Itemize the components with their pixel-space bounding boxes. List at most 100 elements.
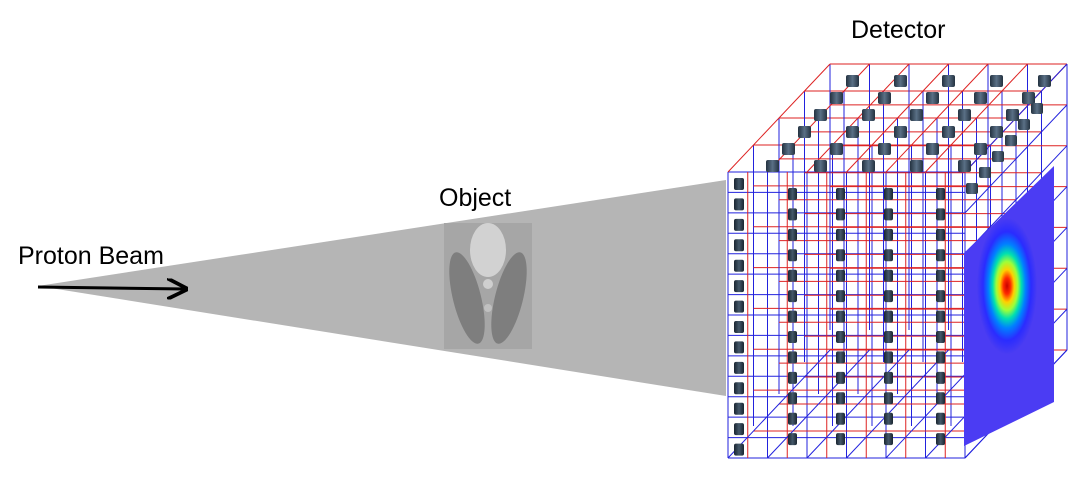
- detector-element: [942, 126, 955, 138]
- detector-element: [990, 75, 1003, 87]
- detector-element: [926, 143, 939, 155]
- detector-element: [936, 310, 945, 323]
- detector-element: [734, 443, 744, 456]
- detector-element: [734, 178, 744, 190]
- detector-element: [974, 143, 987, 155]
- detector-element: [936, 269, 945, 282]
- detector-element: [936, 412, 945, 425]
- detector-element: [782, 143, 795, 155]
- detector-element: [734, 382, 744, 395]
- grid-line: [846, 63, 949, 173]
- detector-element: [958, 160, 971, 172]
- detector-element: [910, 160, 923, 172]
- detector-element: [788, 433, 797, 446]
- detector-element: [936, 331, 945, 343]
- detector: [727, 63, 1068, 459]
- detector-element: [910, 109, 923, 121]
- detector-element: [836, 310, 845, 323]
- detector-element: [836, 331, 845, 343]
- grid-line: [846, 349, 949, 459]
- detector-element: [894, 75, 907, 87]
- detector-element: [734, 259, 744, 272]
- detector-element: [1038, 75, 1051, 87]
- detector-element: [788, 392, 797, 405]
- beam-cone: [38, 180, 726, 396]
- detector-element: [862, 160, 875, 172]
- detector-label: Detector: [851, 16, 945, 44]
- detector-element: [884, 331, 893, 343]
- detector-element: [936, 392, 945, 405]
- detector-element: [734, 198, 744, 211]
- detector-element: [936, 371, 945, 384]
- detector-element: [734, 280, 744, 293]
- detector-element: [1018, 119, 1030, 130]
- detector-element: [884, 188, 893, 200]
- detector-elements: [734, 75, 1051, 456]
- detector-element: [836, 433, 845, 446]
- detector-element: [862, 109, 875, 121]
- grid-line: [806, 349, 910, 459]
- detector-element: [734, 300, 744, 313]
- detector-element: [878, 143, 891, 155]
- detector-element: [936, 228, 945, 241]
- detector-element: [884, 310, 893, 323]
- detector-element: [1005, 135, 1017, 146]
- detector-element: [990, 126, 1003, 138]
- detector-element: [788, 371, 797, 384]
- detector-element: [884, 412, 893, 425]
- detector-element: [942, 75, 955, 87]
- grid-line: [885, 63, 989, 173]
- detector-element: [846, 75, 859, 87]
- detector-element: [836, 371, 845, 384]
- detector-element: [878, 92, 891, 104]
- dose-map: [964, 166, 1054, 446]
- detector-element: [979, 167, 991, 178]
- detector-element: [788, 249, 797, 262]
- detector-element: [788, 290, 797, 303]
- detector-element: [734, 239, 744, 252]
- detector-element: [936, 433, 945, 446]
- proton-beam-label: Proton Beam: [18, 242, 164, 270]
- detector-element: [814, 160, 827, 172]
- detector-element: [734, 402, 744, 415]
- detector-element: [1031, 103, 1043, 114]
- detector-element: [836, 351, 845, 364]
- detector-element: [836, 208, 845, 221]
- grid-line: [727, 63, 831, 173]
- detector-element: [958, 109, 971, 121]
- detector-element: [734, 423, 744, 436]
- detector-element: [836, 392, 845, 405]
- grid-line: [964, 104, 1068, 214]
- detector-element: [836, 269, 845, 282]
- detector-element: [830, 92, 843, 104]
- detector-element: [798, 126, 811, 138]
- detector-element: [788, 208, 797, 221]
- detector-element: [836, 249, 845, 262]
- grid-line: [767, 349, 870, 459]
- detector-element: [846, 126, 859, 138]
- detector-element: [884, 208, 893, 221]
- object-label: Object: [439, 184, 511, 212]
- detector-element: [788, 228, 797, 241]
- detector-element: [1006, 109, 1019, 121]
- detector-element: [814, 109, 827, 121]
- detector-element: [974, 92, 987, 104]
- detector-element: [936, 208, 945, 221]
- detector-element: [884, 351, 893, 364]
- detector-element: [884, 228, 893, 241]
- detector-element: [884, 392, 893, 405]
- detector-element: [734, 321, 744, 333]
- detector-element: [1022, 92, 1035, 104]
- detector-element: [734, 361, 744, 374]
- detector-element: [992, 151, 1004, 162]
- detector-element: [884, 433, 893, 446]
- object-phantom: [444, 223, 532, 349]
- detector-element: [936, 188, 945, 200]
- detector-element: [836, 290, 845, 303]
- detector-element: [788, 310, 797, 323]
- detector-element: [884, 249, 893, 262]
- detector-element: [788, 188, 797, 200]
- beam-arrow: [37, 287, 186, 289]
- detector-element: [836, 412, 845, 425]
- detector-element: [788, 412, 797, 425]
